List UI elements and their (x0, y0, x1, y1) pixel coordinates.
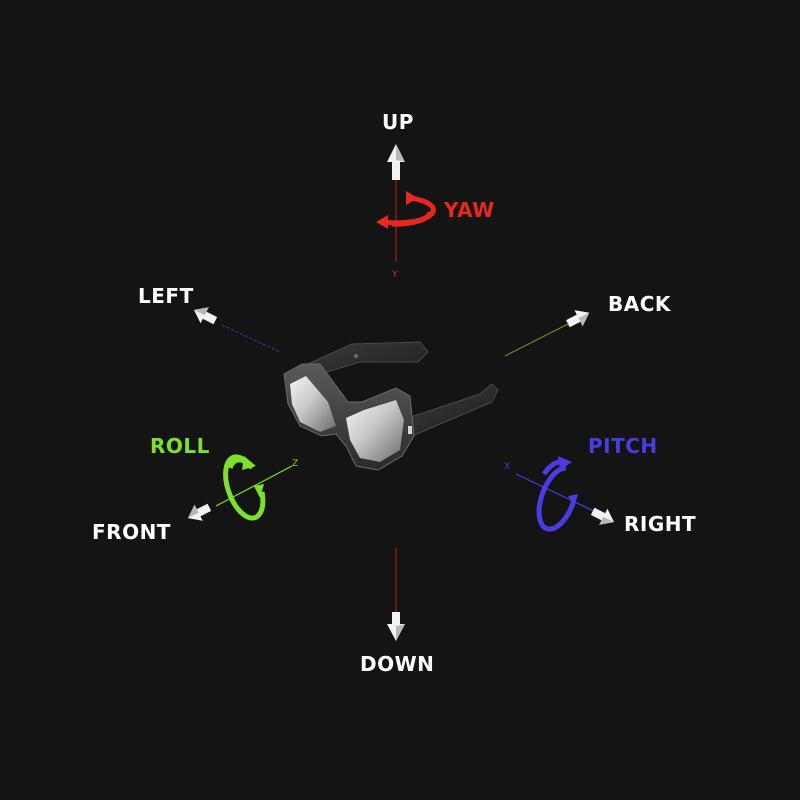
yaw-rotation-icon (376, 191, 436, 229)
up-label: UP (382, 110, 414, 134)
yaw-label: YAW (444, 198, 495, 222)
front-arrow-icon (187, 503, 212, 521)
back-label: BACK (608, 292, 671, 316)
x-axis-letter: X (504, 462, 511, 472)
back-axis-line (504, 323, 569, 357)
roll-label: ROLL (150, 434, 210, 458)
left-axis-line (221, 324, 281, 353)
roll-rotation-icon (223, 454, 266, 521)
down-label: DOWN (360, 652, 435, 676)
back-arrow-icon (566, 310, 590, 328)
up-arrow-icon (387, 144, 405, 180)
down-arrow-icon (387, 612, 405, 641)
glasses-icon (283, 341, 499, 471)
z-axis-letter: Z (292, 459, 299, 469)
left-label: LEFT (138, 284, 194, 308)
right-arrow-icon (590, 507, 615, 525)
y-axis-letter: Y (392, 270, 398, 280)
left-arrow-icon (193, 307, 218, 325)
pitch-label: PITCH (588, 434, 658, 458)
front-label: FRONT (92, 520, 171, 544)
right-label: RIGHT (624, 512, 697, 536)
pitch-rotation-icon (536, 456, 578, 532)
x-axis-line (515, 473, 601, 515)
